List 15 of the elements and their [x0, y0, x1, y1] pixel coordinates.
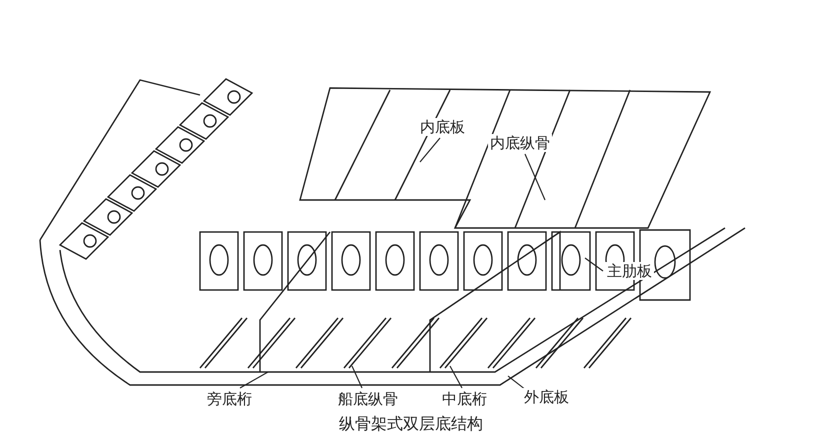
leader-line — [508, 376, 526, 390]
part-label: 旁底桁 — [205, 390, 254, 408]
leader-line — [450, 366, 462, 388]
figure-caption: 纵骨架式双层底结构 — [338, 414, 484, 435]
leader-line — [420, 138, 440, 162]
part-label: 船底纵骨 — [336, 390, 400, 408]
part-label: 外底板 — [522, 388, 571, 406]
leader-line — [352, 366, 362, 388]
leader-line — [584, 258, 604, 272]
leader-line — [240, 372, 268, 388]
part-label: 中底桁 — [440, 390, 489, 408]
part-label: 内底纵骨 — [488, 134, 552, 152]
part-label: 内底板 — [418, 118, 467, 136]
leader-line — [524, 154, 546, 200]
part-label: 主肋板 — [605, 262, 654, 280]
